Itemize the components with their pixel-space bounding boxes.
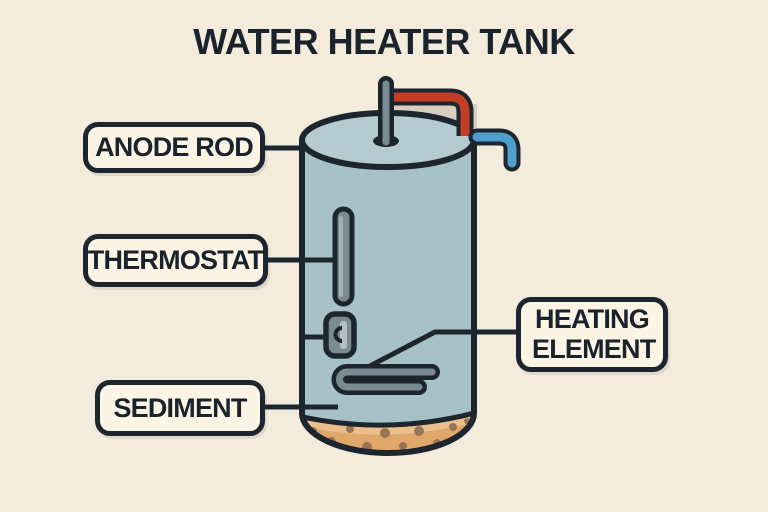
heating-element-label: HEATING ELEMENT (516, 297, 668, 372)
element-port (323, 311, 357, 359)
heating-element-label-text: HEATING ELEMENT (532, 304, 656, 364)
tank-body (299, 140, 477, 456)
anode-rod-label: ANODE ROD (83, 122, 265, 173)
hot-water-pipe (391, 88, 474, 136)
leader-lines (262, 145, 518, 410)
page-title: WATER HEATER TANK (193, 21, 575, 62)
heating-element-coil (331, 364, 440, 395)
cold-water-pipe (468, 128, 521, 172)
thermostat-label: THERMOSTAT (83, 234, 268, 287)
thermostat-rod (332, 206, 355, 307)
sediment-label: SEDIMENT (95, 380, 265, 436)
heating-element-leader-line (366, 329, 518, 370)
anode-rod-pipe (373, 76, 399, 147)
